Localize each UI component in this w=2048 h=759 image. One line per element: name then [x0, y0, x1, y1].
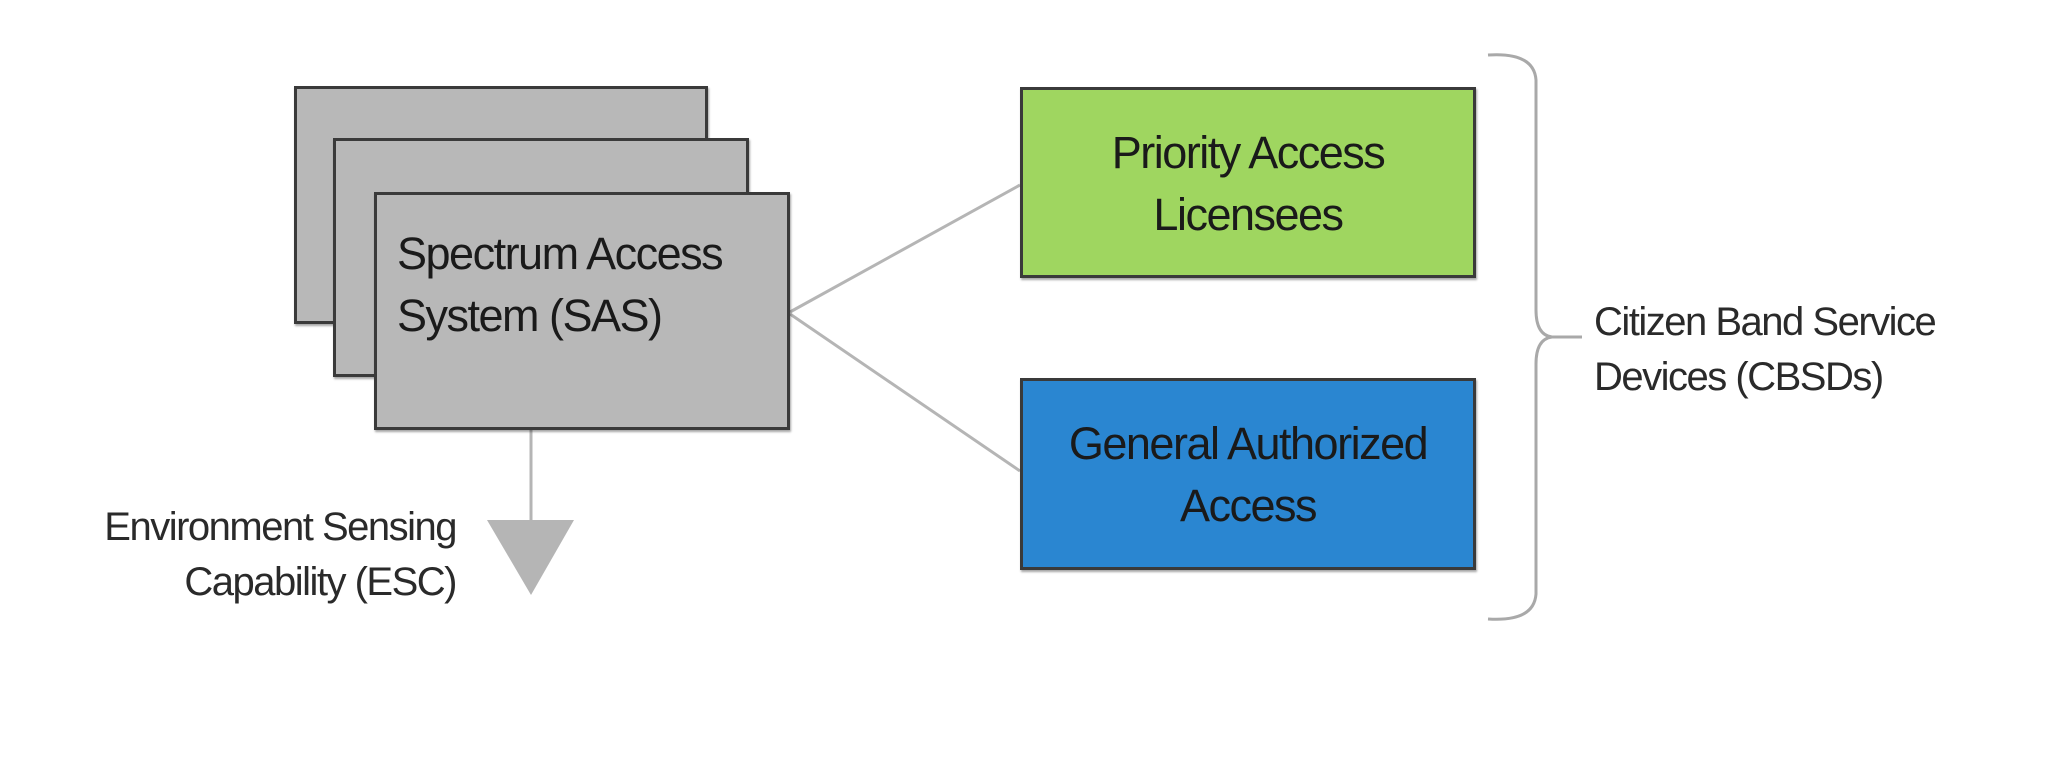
- cbsd-label: Citizen Band Service Devices (CBSDs): [1594, 295, 1937, 405]
- pal-label-line1: Priority Access: [1111, 127, 1386, 178]
- sas-label: Spectrum Access System (SAS): [397, 223, 724, 347]
- gaa-label-line1: General Authorized: [1068, 418, 1429, 469]
- pal-box[interactable]: Priority Access Licensees: [1020, 87, 1476, 278]
- gaa-box[interactable]: General Authorized Access: [1020, 378, 1476, 570]
- sas-box[interactable]: Spectrum Access System (SAS): [374, 192, 790, 430]
- esc-arrowhead-icon: [487, 520, 574, 595]
- pal-label: Priority Access Licensees: [1023, 122, 1473, 246]
- gaa-label-line2: Access: [1179, 480, 1318, 531]
- esc-label-line2: Capability (ESC): [184, 560, 457, 604]
- cbsd-label-line2: Devices (CBSDs): [1594, 355, 1884, 399]
- esc-label-line1: Environment Sensing: [104, 505, 457, 549]
- cbsd-label-line1: Citizen Band Service: [1594, 300, 1937, 344]
- connector-sas-to-gaa: [789, 312, 1021, 473]
- sas-label-line2: System (SAS): [397, 290, 663, 341]
- pal-label-line2: Licensees: [1153, 189, 1344, 240]
- gaa-label: General Authorized Access: [1023, 413, 1473, 537]
- esc-label: Environment Sensing Capability (ESC): [104, 500, 457, 610]
- connector-sas-to-pal: [789, 183, 1021, 314]
- cbsd-brace-icon: [1487, 53, 1553, 621]
- sas-label-line1: Spectrum Access: [397, 228, 724, 279]
